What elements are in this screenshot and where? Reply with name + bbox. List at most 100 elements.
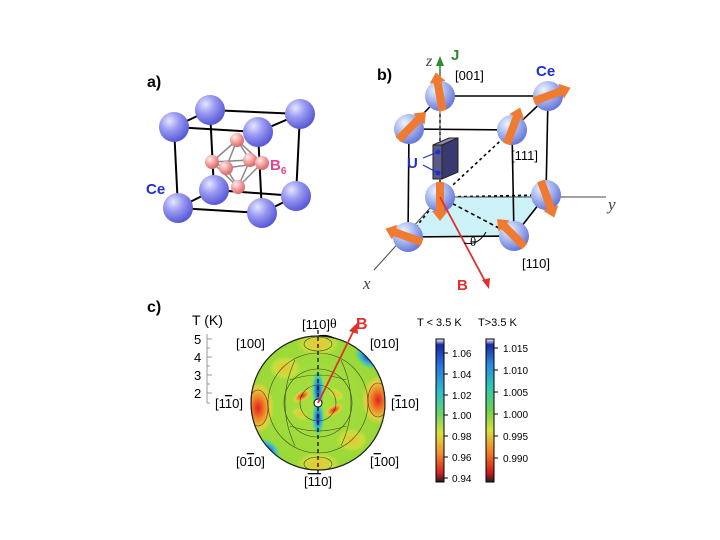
b-label-c: B xyxy=(356,316,368,333)
u-dot xyxy=(435,149,441,155)
colorbar-low-title: T < 3.5 K xyxy=(417,317,462,329)
boron-atom xyxy=(243,153,257,167)
dir-bar100-b: 00] xyxy=(381,454,399,469)
u-block xyxy=(432,137,459,180)
y-axis-label: y xyxy=(606,195,616,214)
panel-a-label: a) xyxy=(147,74,161,91)
colorbar-high-title: T>3.5 K xyxy=(478,317,517,329)
dir-110-label: [110] xyxy=(522,256,550,271)
panel-c-label: c) xyxy=(147,299,161,316)
dir-0bar10-b: 0] xyxy=(254,454,265,469)
dir-bar110-right: [110] xyxy=(391,396,419,411)
field-b-arrow-c xyxy=(317,323,358,404)
colorbar-high: T>3.5 K 1.015 1.010 1.005 1.000 0.995 0.… xyxy=(478,317,528,483)
dir-bar100-a: [ xyxy=(370,454,374,469)
colorbar-low-tick: 1.06 xyxy=(452,349,472,360)
colorbar-high-tick: 1.010 xyxy=(503,366,528,377)
ce-atom xyxy=(163,193,193,223)
dir-111-label: [111] xyxy=(511,148,538,163)
dir-bar1bar10-bottom: [110] xyxy=(304,474,332,489)
dir-1bar10-left: [110] xyxy=(215,396,243,411)
boron-atom xyxy=(230,133,244,147)
dir-bar1bar10-a: [ xyxy=(304,474,308,489)
colorbar-high-tick: 1.000 xyxy=(503,410,528,421)
x-axis-label: x xyxy=(362,274,371,293)
t-tick: 2 xyxy=(194,386,201,401)
theta-arc-b xyxy=(463,231,487,244)
z-axis-arrowhead xyxy=(436,56,444,66)
boron-atom xyxy=(231,180,245,194)
colorbar-low-tick: 0.94 xyxy=(452,474,472,485)
dir-bar100-bar: 1 xyxy=(374,454,381,469)
panel-a: a) xyxy=(146,74,315,228)
colorbar-low-tick: 0.96 xyxy=(452,453,472,464)
colorbar-low: T < 3.5 K 1.06 1.04 1.02 1.00 0.98 0.96 … xyxy=(417,317,472,485)
dir-110-top: [110] xyxy=(302,317,330,332)
ce-atom xyxy=(243,117,273,147)
colorbar-low-tick: 0.98 xyxy=(452,432,472,443)
ce-site-top-right xyxy=(532,81,571,111)
ce-atom xyxy=(199,175,229,205)
panel-b: b) z J [001] xyxy=(362,47,616,294)
boron-atom xyxy=(219,161,233,175)
dir-0bar10-left: [010] xyxy=(236,454,265,469)
b6-label-main: B xyxy=(270,157,281,174)
panel-c: c) T (K) 5 4 3 2 xyxy=(147,299,528,489)
boron-atom xyxy=(205,155,219,169)
colorbar-high-tick: 1.015 xyxy=(503,344,528,355)
colorbar-high-tick: 0.995 xyxy=(503,432,528,443)
ce-site-110 xyxy=(497,219,529,251)
dir-bar1bar10-b: 0] xyxy=(321,474,332,489)
dir-100-left: [100] xyxy=(236,336,265,351)
ce-site-001 xyxy=(425,72,455,112)
t-axis-label: T (K) xyxy=(192,312,223,328)
dir-1bar10-a: [1 xyxy=(215,396,226,411)
ce-site-front-right xyxy=(497,107,527,146)
ce-atom xyxy=(281,181,311,211)
b6-octahedron xyxy=(205,133,269,194)
ce-label-a: Ce xyxy=(146,181,165,198)
ce-site-y xyxy=(531,179,561,218)
panel-b-label: b) xyxy=(377,67,392,84)
dir-bar110-bar: 1 xyxy=(395,396,402,411)
dir-bar110-a: [ xyxy=(391,396,395,411)
theta-arc-c xyxy=(317,334,335,339)
j-label: J xyxy=(451,47,459,64)
panel-b-ce-atoms xyxy=(385,72,571,252)
colorbar-low-tick: 1.04 xyxy=(452,370,472,381)
ce-site-x xyxy=(385,222,424,252)
colorbar-low-tick: 1.00 xyxy=(452,411,472,422)
ce-atom xyxy=(247,198,277,228)
dir-bar100-right: [100] xyxy=(370,454,399,469)
dir-0bar10-a: [0 xyxy=(236,454,247,469)
theta-label-c: θ xyxy=(330,317,337,332)
theta-label-b: θ xyxy=(470,234,476,249)
dir-001-label: [001] xyxy=(455,68,484,83)
colorbar-low-tick: 1.02 xyxy=(452,391,472,402)
t-tick: 3 xyxy=(194,368,201,383)
ce-atom xyxy=(285,99,315,129)
u-label: U xyxy=(407,155,418,172)
dir-0bar10-bar: 1 xyxy=(247,454,254,469)
z-axis-label: z xyxy=(425,53,433,70)
field-b-arrow xyxy=(439,196,490,289)
dir-bar1bar10-bar1: 1 xyxy=(308,474,315,489)
colorbar-high-tick: 1.005 xyxy=(503,388,528,399)
ce-atom xyxy=(195,95,225,125)
b6-label-subscript: 6 xyxy=(281,166,287,177)
b6-label: B6 xyxy=(270,157,287,177)
panel-a-ce-atoms xyxy=(159,95,315,228)
ce-atom xyxy=(159,112,189,142)
boron-atom xyxy=(255,156,269,170)
dir-1bar10-bar: 1 xyxy=(225,396,232,411)
ce-site-front-left xyxy=(394,112,426,144)
ce-label-b: Ce xyxy=(536,63,555,80)
dir-bar110-b: 10] xyxy=(401,396,419,411)
u-dot xyxy=(435,170,441,176)
u-pointers xyxy=(422,151,439,174)
dir-bar1bar10-bar2: 1 xyxy=(314,474,321,489)
t-tick: 5 xyxy=(194,332,201,347)
dir-010-right: [010] xyxy=(370,336,399,351)
dir-1bar10-b: 0] xyxy=(232,396,243,411)
